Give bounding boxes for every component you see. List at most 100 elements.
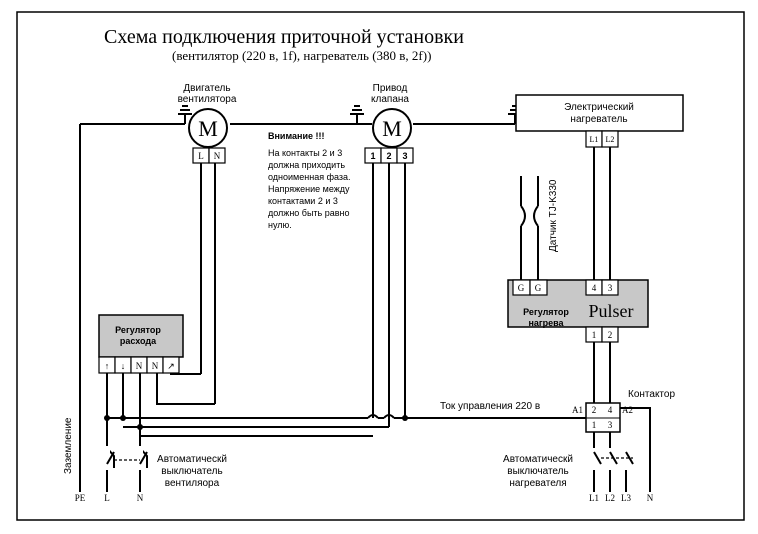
pulser-terminal-3 [601, 279, 619, 296]
flow-terminal-down-label: ↓ [121, 361, 126, 371]
fan-breaker-pe: PE [75, 493, 86, 503]
heater-label-1: Электрический [564, 102, 634, 113]
heater-breaker-l2: L2 [605, 493, 615, 503]
heater-label-2: нагреватель [570, 114, 627, 125]
fan-breaker-n: N [137, 493, 144, 503]
flow-terminal-output [162, 356, 180, 374]
sensor-wires [520, 176, 539, 282]
flow-terminal-up-label: ↑ [105, 361, 110, 371]
junction [104, 415, 110, 421]
junction [120, 415, 126, 421]
valve-terminal-3 [396, 147, 414, 164]
pulser-label-2: нагрева [528, 318, 564, 328]
fan-motor: Двигатель вентилятора M L N [178, 83, 237, 164]
warning-title: Внимание !!! [268, 131, 324, 141]
contactor-a1-label: A1 [572, 405, 583, 415]
valve-terminal-2-label: 2 [386, 151, 391, 161]
warning-line: одноименная фаза. [268, 172, 351, 182]
pulser-regulator: G G 4 3 Pulser Регулятор нагрева 1 2 [507, 279, 649, 343]
contactor-top-2: 2 [592, 405, 597, 415]
valve-motor-circle [372, 108, 412, 148]
flow-regulator-label-2: расхода [120, 336, 157, 346]
ground-symbol-fan [178, 105, 192, 124]
pulser-brand: Pulser [589, 301, 634, 321]
wire-crossing-2 [383, 414, 395, 419]
junction [137, 424, 143, 430]
fan-breaker-label-2: выключатель [161, 466, 222, 477]
heater-breaker-l1: L1 [589, 493, 599, 503]
junction [402, 415, 408, 421]
warning-line: Напряжение между [268, 184, 350, 194]
contactor-top-4: 4 [608, 405, 613, 415]
a2-neutral-wire [620, 407, 651, 492]
sensor-label: Датчик TJ-K330 [548, 179, 559, 252]
fan-breaker-l: L [104, 493, 110, 503]
fan-motor-circle [188, 108, 228, 148]
pulser-terminal-g2-label: G [535, 283, 542, 293]
contactor-bottom-1: 1 [592, 420, 597, 430]
fan-motor-label-2: вентилятора [178, 94, 237, 105]
fan-n-to-regulator [156, 365, 215, 405]
warning-line: контактами 2 и 3 [268, 196, 338, 206]
flow-terminal-n1-label: N [136, 361, 143, 371]
warning-note: Внимание !!! На контакты 2 и 3 должна пр… [268, 131, 351, 230]
fan-breaker: PE L N Автоматическй выключатель вентиля… [75, 436, 227, 503]
electric-heater: Электрический нагреватель L1 L2 [515, 94, 684, 148]
grounding-label: Заземление [63, 417, 74, 474]
heater-terminal-l2 [601, 130, 619, 148]
pulser-terminal-2-label: 2 [608, 330, 613, 340]
valve-label-2: клапана [371, 94, 409, 105]
heater-to-pulser-wires [593, 147, 611, 282]
heater-breaker-label-2: выключатель [507, 466, 568, 477]
fan-terminal-l-label: L [198, 151, 204, 161]
pulser-terminal-2 [601, 326, 619, 343]
valve-label-1: Привод [373, 83, 408, 94]
flow-regulator-box [98, 314, 184, 358]
control-current-label: Ток управления 220 в [440, 401, 540, 412]
diagram-subtitle: (вентилятор (220 в, 1f), нагреватель (38… [172, 48, 431, 63]
warning-line: На контакты 2 и 3 [268, 148, 342, 158]
fan-motor-wires [200, 163, 216, 404]
heater-breaker-l3: L3 [621, 493, 631, 503]
heater-breaker-label-3: нагревателя [509, 478, 566, 489]
sensor-connector [520, 205, 539, 227]
flow-regulator-label-1: Регулятор [115, 325, 161, 335]
pulser-terminal-g2 [529, 279, 548, 296]
heater-breaker-n: N [647, 493, 654, 503]
heater-box [515, 94, 684, 132]
valve-terminal-1-label: 1 [370, 151, 375, 161]
pulser-to-contactor-wires [593, 342, 611, 403]
pulser-terminal-g1-label: G [518, 283, 525, 293]
warning-line: должно быть равно [268, 208, 350, 218]
contactor: Контактор 2 4 1 3 A1 A2 [572, 389, 675, 433]
diagram-frame [16, 11, 745, 521]
heater-breaker-label-1: Автоматическй [503, 454, 573, 465]
flow-regulator: Регулятор расхода ↑ ↓ N N ↗ [98, 314, 184, 374]
pulser-terminal-4-label: 4 [592, 283, 597, 293]
pulser-label-1: Регулятор [523, 307, 569, 317]
valve-motor-symbol: M [382, 116, 402, 141]
contactor-bottom-3: 3 [608, 420, 613, 430]
wire-crossing-1 [367, 414, 379, 419]
heater-breaker: L1 L2 L3 N Автоматическй выключатель наг… [503, 448, 654, 503]
valve-drive: Привод клапана M 1 2 3 [364, 83, 414, 164]
flow-terminal-output-label: ↗ [167, 361, 175, 371]
warning-line: нулю. [268, 220, 292, 230]
flow-terminal-n2-label: N [152, 361, 159, 371]
warning-line: должна приходить [268, 160, 345, 170]
fan-breaker-label-1: Автоматическй [157, 454, 227, 465]
ground-symbol-valve [350, 105, 364, 124]
valve-terminal-3-label: 3 [402, 151, 407, 161]
heater-terminal-l1-label: L1 [590, 135, 599, 144]
pulser-terminal-3-label: 3 [608, 283, 613, 293]
pulser-terminal-1-label: 1 [592, 330, 597, 340]
heater-terminal-l2-label: L2 [606, 135, 615, 144]
fan-terminal-n-label: N [214, 151, 221, 161]
fan-motor-label-1: Двигатель [183, 83, 230, 94]
fan-terminal-n [208, 147, 226, 164]
contactor-label: Контактор [628, 389, 675, 400]
fan-breaker-label-3: вентиляора [165, 478, 220, 489]
contactor-a2-label: A2 [622, 405, 633, 415]
diagram-title: Схема подключения приточной установки [104, 26, 464, 48]
